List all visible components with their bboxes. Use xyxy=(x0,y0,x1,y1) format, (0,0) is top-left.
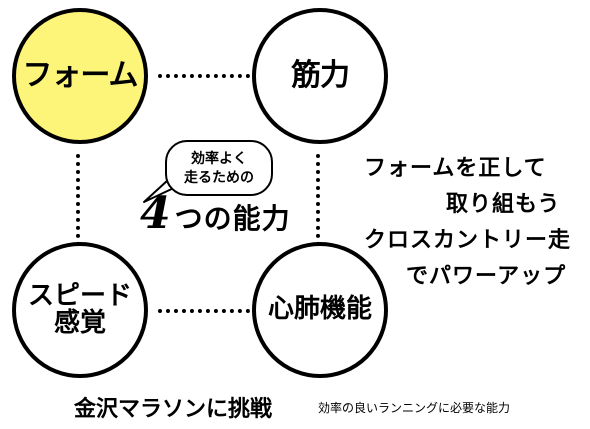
center-title-text: つの能力 xyxy=(174,202,291,235)
form-label: フォーム xyxy=(22,58,138,94)
footer-title: 金沢マラソンに挑戦 xyxy=(74,397,273,422)
cardio-circle: 心肺機能 xyxy=(252,242,388,378)
connector-muscle-cardio xyxy=(316,154,320,246)
bubble-line2: 走るための xyxy=(184,170,254,186)
form-circle: フォーム xyxy=(12,8,148,144)
bubble-line1: 効率よく xyxy=(191,151,247,167)
muscle-label: 筋力 xyxy=(291,58,350,94)
speed-label: スピード 感覚 xyxy=(27,280,132,338)
cardio-label: 心肺機能 xyxy=(267,294,372,325)
connector-speed-cardio xyxy=(158,309,250,313)
connector-form-speed xyxy=(76,154,80,246)
speed-label-line2: 感覚 xyxy=(53,308,106,338)
message-line2: 取り組もう xyxy=(446,192,561,217)
message-line4: でパワーアップ xyxy=(406,264,567,289)
center-number: 4 xyxy=(140,188,171,239)
speech-bubble: 効率よく 走るための xyxy=(165,140,273,196)
message-line3: クロスカントリー走 xyxy=(364,228,572,253)
speed-circle: スピード 感覚 xyxy=(12,242,148,378)
footer-subtitle: 効率の良いランニングに必要な能力 xyxy=(318,401,511,415)
muscle-circle: 筋力 xyxy=(252,8,388,144)
connector-form-muscle xyxy=(158,74,250,78)
message-line1: フォームを正して xyxy=(364,156,547,181)
speed-label-line1: スピード xyxy=(27,280,132,311)
